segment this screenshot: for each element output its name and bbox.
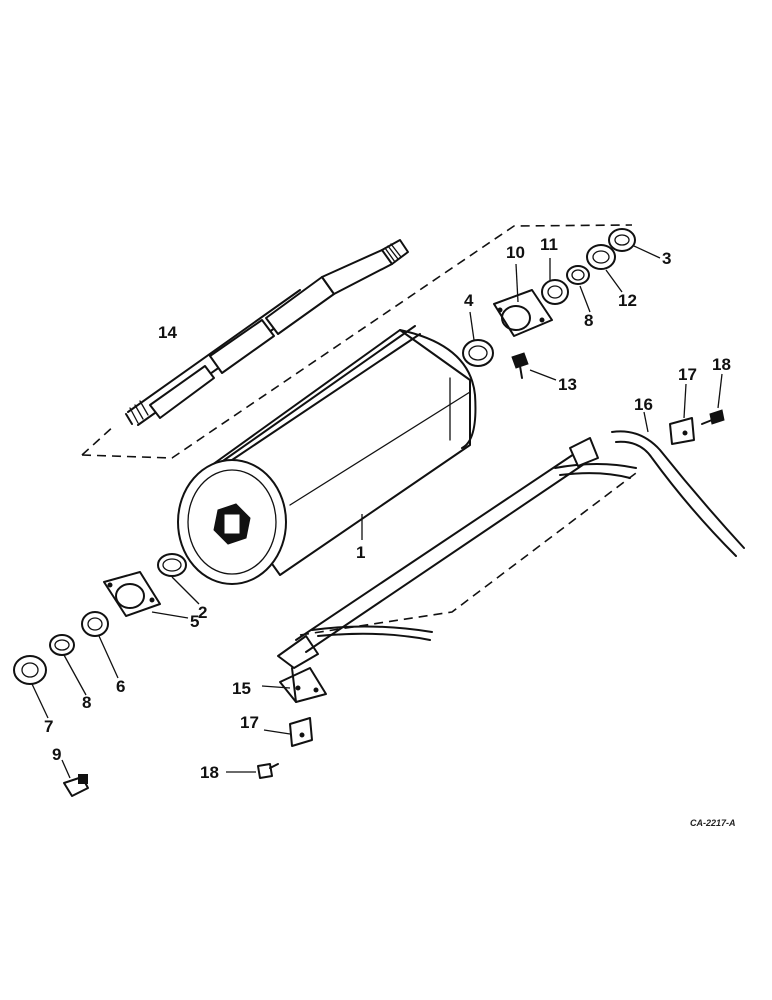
callout-18-right: 18 <box>712 355 731 374</box>
callout-1: 1 <box>356 543 365 562</box>
callout-2: 2 <box>198 603 207 622</box>
callout-8-right: 8 <box>584 311 593 330</box>
flexible-strip <box>611 411 745 557</box>
callout-14: 14 <box>158 323 177 342</box>
callout-labels: 1 2 3 4 5 6 7 8 8 9 10 11 12 13 14 15 16… <box>44 235 736 828</box>
drawing-number: CA-2217-A <box>690 818 736 828</box>
callout-15: 15 <box>232 679 251 698</box>
callout-18-left: 18 <box>200 763 219 782</box>
callout-11: 11 <box>540 235 558 254</box>
callout-6: 6 <box>116 677 125 696</box>
drum <box>177 325 477 585</box>
callout-8-left: 8 <box>82 693 91 712</box>
mounting-bracket <box>261 437 637 703</box>
right-end-bearing-parts <box>462 228 661 381</box>
callout-16: 16 <box>634 395 653 414</box>
callout-3: 3 <box>662 249 671 268</box>
left-end-bearing-parts <box>13 553 200 797</box>
callout-9: 9 <box>52 745 61 764</box>
callout-4: 4 <box>464 291 474 310</box>
callout-7: 7 <box>44 717 53 736</box>
callout-12: 12 <box>618 291 637 310</box>
plates-and-screws <box>226 373 725 779</box>
callout-10: 10 <box>506 243 525 262</box>
callout-17-left: 17 <box>240 713 259 732</box>
callout-5: 5 <box>190 612 199 631</box>
callout-17-right: 17 <box>678 365 697 384</box>
shaft <box>125 239 409 426</box>
callout-13: 13 <box>558 375 577 394</box>
